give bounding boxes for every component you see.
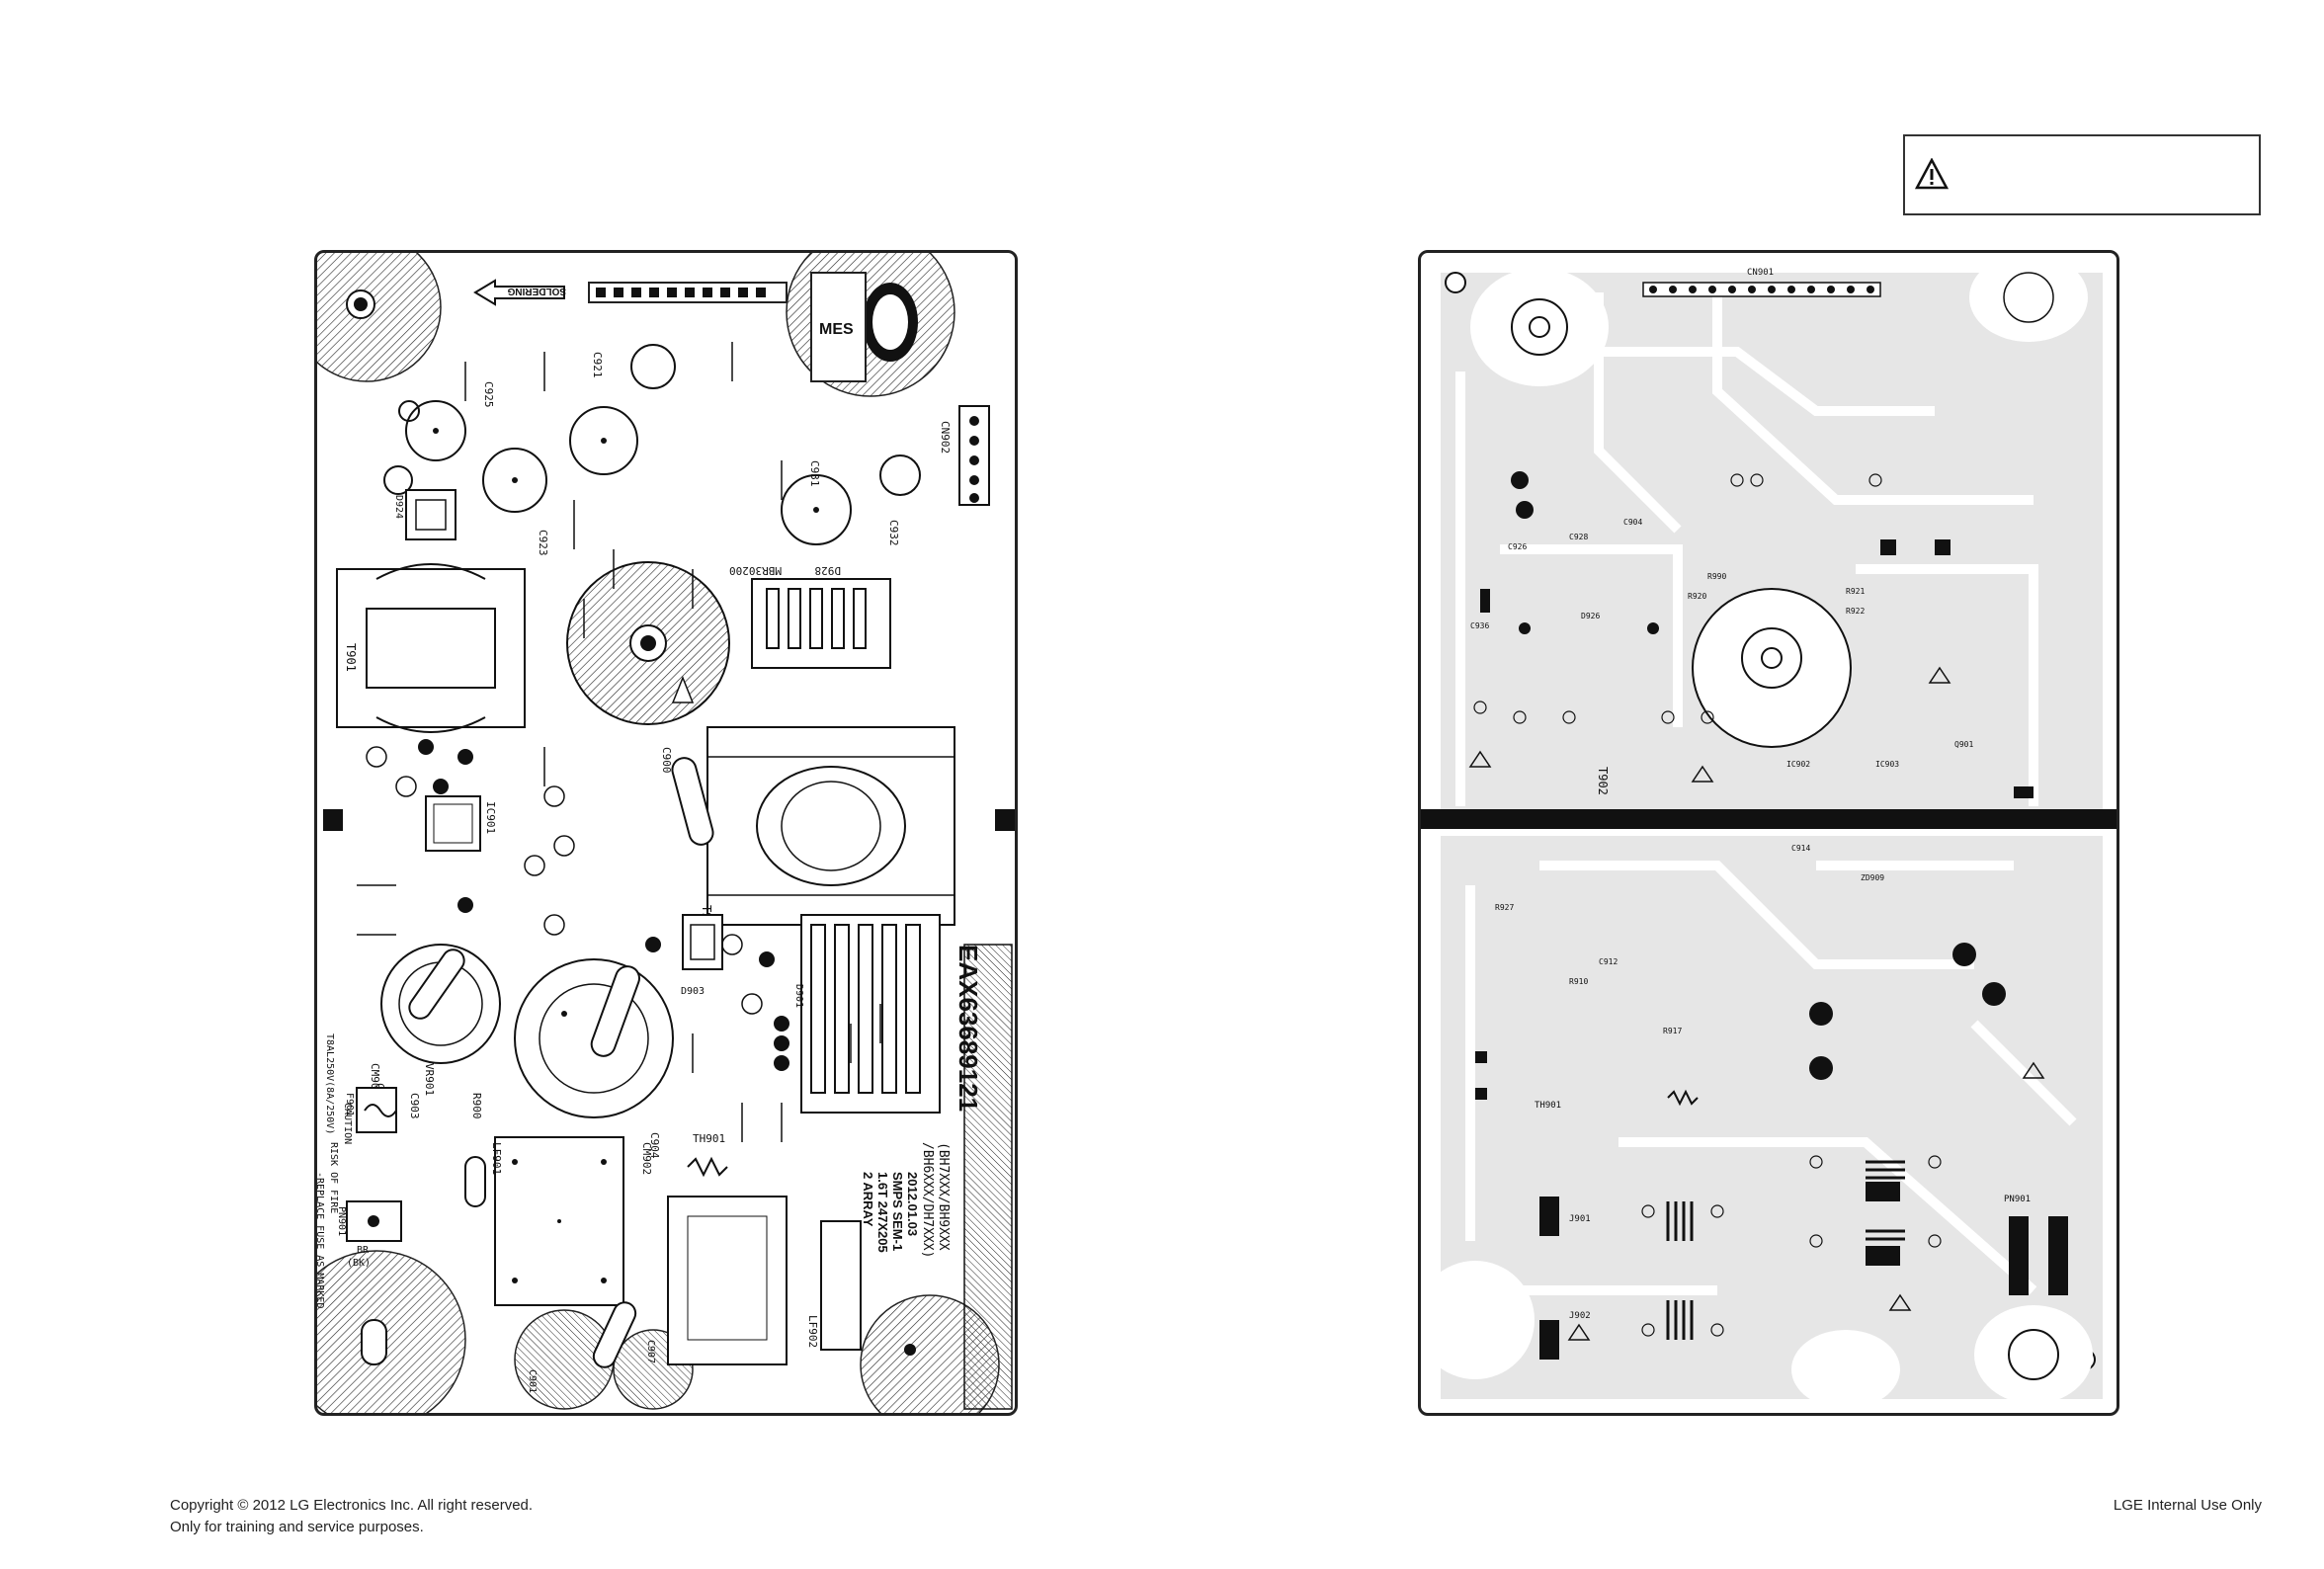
lf902-label: LF902: [806, 1315, 819, 1348]
c921-label: C921: [591, 352, 604, 378]
caution-line-2: RISK OF FIRE: [328, 1142, 339, 1213]
pcb-top-view: MES SOLDERING C925 C923: [314, 250, 1018, 1416]
r910-label: R910: [1569, 977, 1588, 986]
date-line-1: 2012.01.03: [905, 1172, 920, 1236]
br-label: BR: [357, 1245, 370, 1256]
c907-label: C907: [645, 1340, 656, 1363]
cn901-label: CN901: [1747, 268, 1774, 278]
c931-label: C931: [808, 460, 821, 487]
bk-label: (BK): [347, 1258, 371, 1269]
d928-part-label: MBR30200: [729, 564, 782, 577]
zd909-label: ZD909: [1861, 873, 1884, 882]
training-text: Only for training and service purposes.: [170, 1519, 424, 1535]
ic903-label: IC903: [1875, 760, 1899, 769]
ic901-label: IC901: [484, 801, 497, 834]
c928-label: C928: [1569, 533, 1588, 541]
model-line-1: (BH7XXX/BH9XXX: [936, 1142, 951, 1251]
warning-box: [1903, 134, 2261, 215]
footer-internal: LGE Internal Use Only: [2113, 1497, 2262, 1514]
c900-label: C900: [660, 747, 673, 774]
cm902-label: CM902: [640, 1142, 653, 1175]
c923-label: C923: [537, 530, 549, 556]
d926-label: D926: [1581, 612, 1600, 620]
caution-line-3: -REPLACE FUSE AS MARKED: [317, 1172, 325, 1308]
f901-label: F901: [344, 1093, 355, 1116]
r921-label: R921: [1846, 587, 1865, 596]
c926-label: C926: [1508, 542, 1527, 551]
r917-label: R917: [1663, 1027, 1682, 1035]
model-line-2: /BH6XXX/DH7XXX): [920, 1142, 935, 1258]
c901-label: C901: [527, 1369, 538, 1393]
c912-label: C912: [1599, 957, 1618, 966]
vr901-label: VR901: [423, 1063, 436, 1096]
c903-label: C903: [408, 1093, 421, 1119]
warning-triangle-icon: [1915, 158, 1949, 190]
q901-label: Q901: [1954, 740, 1973, 749]
cn902-label: CN902: [939, 421, 952, 454]
mes-label: MES: [819, 321, 854, 338]
soldering-label: SOLDERING: [507, 286, 566, 296]
r920-label: R920: [1688, 592, 1706, 601]
ic902-label: IC902: [1786, 760, 1810, 769]
date-line-4: 2 ARRAY: [861, 1172, 875, 1227]
d901-label: D901: [793, 984, 804, 1008]
c904-label: C904: [648, 1132, 661, 1159]
d928-label: D928: [815, 564, 842, 577]
r922-label: R922: [1846, 607, 1865, 616]
c925-label: C925: [482, 381, 495, 408]
footer-copyright: Copyright © 2012 LG Electronics Inc. All…: [170, 1495, 533, 1538]
part-number: EAX63689121: [954, 945, 983, 1112]
pn901-label: PN901: [336, 1206, 347, 1236]
fuse-rating: T8AL250V(8A/250V): [324, 1033, 335, 1134]
caution-line-1: CAUTION: [342, 1103, 353, 1144]
c904-label-bottom: C904: [1623, 518, 1642, 527]
c914-label: C914: [1791, 844, 1810, 853]
r900-label: R900: [470, 1093, 483, 1119]
th901-label: TH901: [693, 1132, 725, 1145]
j902-label: J902: [1569, 1311, 1591, 1321]
c936-label: C936: [1470, 621, 1489, 630]
th901-label-bottom: TH901: [1535, 1101, 1561, 1111]
t902-label-bottom: T902: [1596, 767, 1610, 795]
r927-label: R927: [1495, 903, 1514, 912]
j901-label: J901: [1569, 1214, 1591, 1224]
d903-label: D903: [681, 986, 705, 997]
t901-label: T901: [344, 643, 358, 672]
date-line-3: 1.6T 247X205: [875, 1172, 890, 1253]
pn901-label-bottom: PN901: [2004, 1195, 2031, 1204]
date-line-2: SMPS SEM-1: [890, 1172, 905, 1251]
d924-label: D924: [393, 495, 404, 519]
lf901-label: LF901: [490, 1142, 503, 1175]
pcb-bottom-view: CN901 T902 TH901 J901 J902 PN901 C926 C9…: [1418, 250, 2119, 1416]
r990-label: R990: [1707, 572, 1726, 581]
c932-label: C932: [887, 520, 900, 546]
copyright-text: Copyright © 2012 LG Electronics Inc. All…: [170, 1497, 534, 1514]
